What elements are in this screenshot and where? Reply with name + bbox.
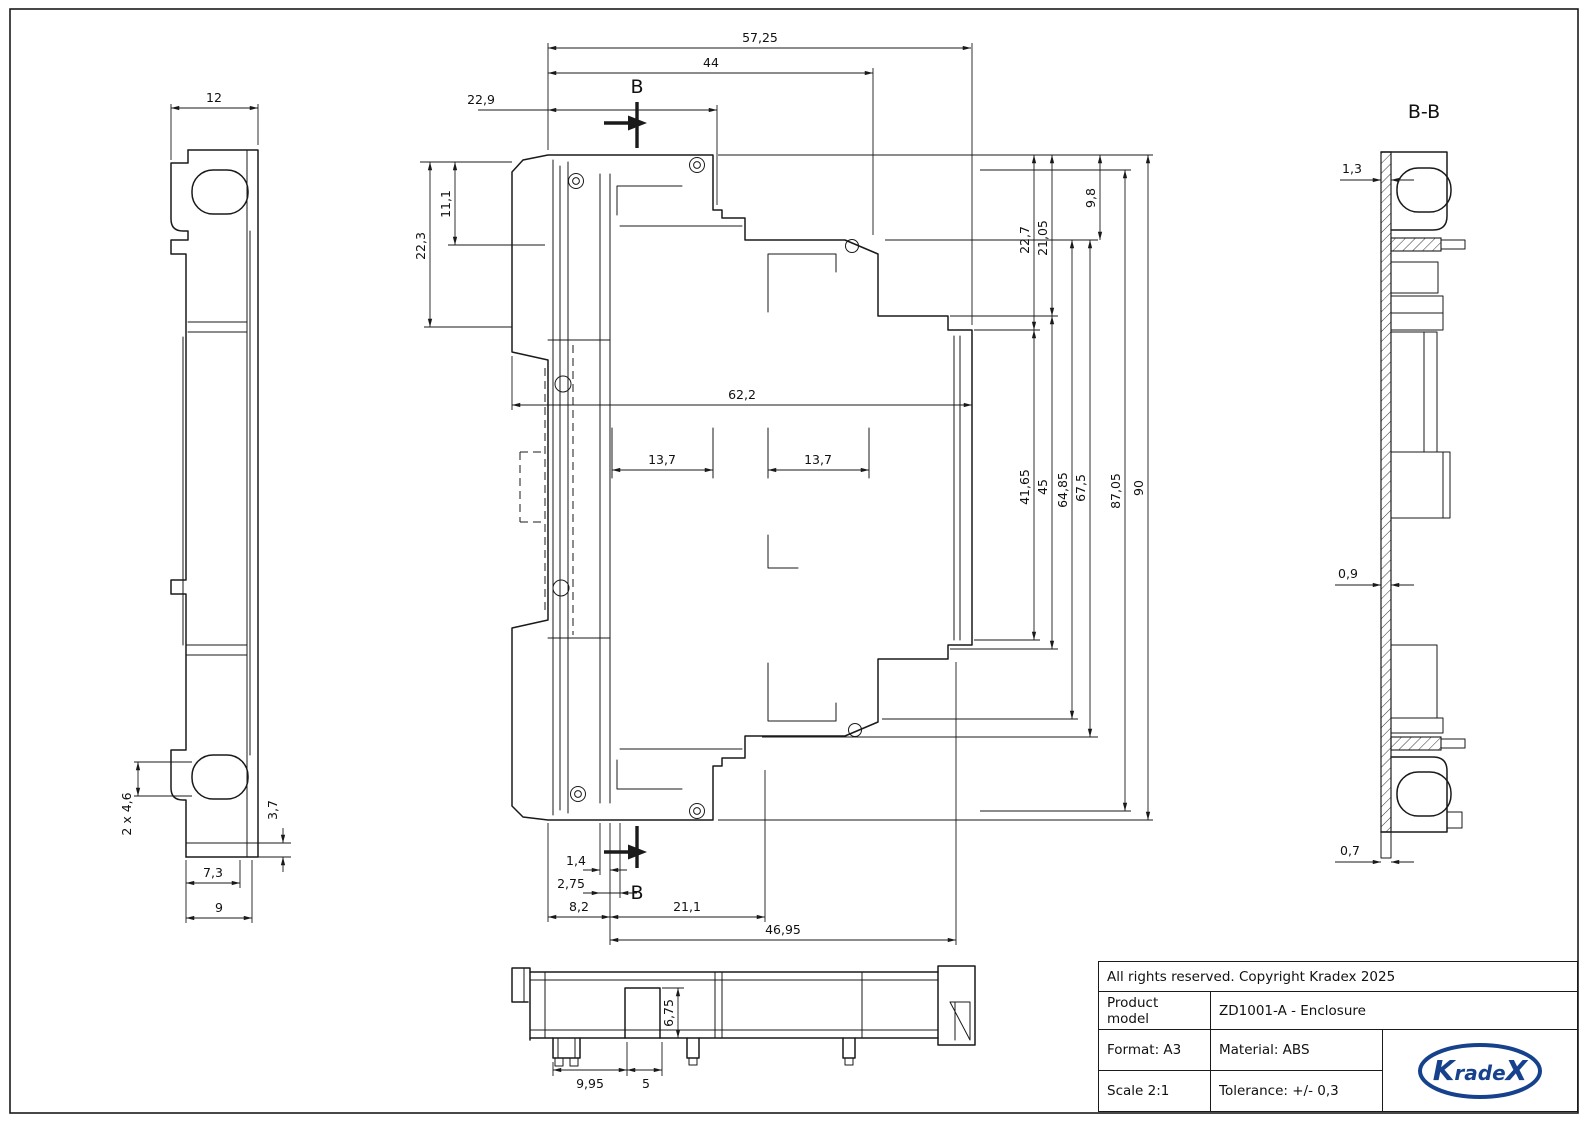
dim-211: 21,1 (673, 899, 701, 914)
dim-bv-995: 9,95 (576, 1076, 604, 1091)
scale-cell: Scale 2:1 (1099, 1070, 1211, 1111)
dim-side-73: 7,3 (203, 865, 223, 880)
dim-bv-5: 5 (642, 1076, 650, 1091)
view-side-profile: 12 2 x 4,6 3,7 7,3 9 (119, 90, 291, 923)
dim-45: 45 (1035, 479, 1050, 495)
dim-8705: 87,05 (1108, 473, 1123, 509)
dim-4695: 46,95 (765, 922, 801, 937)
dim-82: 8,2 (569, 899, 589, 914)
dim-675: 67,5 (1073, 474, 1088, 502)
dim-bb-09: 0,9 (1338, 566, 1358, 581)
dim-5725: 57,25 (742, 30, 778, 45)
dim-6485: 64,85 (1055, 472, 1070, 508)
dim-side-9: 9 (215, 900, 223, 915)
material-cell: Material: ABS (1211, 1030, 1383, 1071)
dim-side-12: 12 (206, 90, 222, 105)
kradex-logo: KradeX (1418, 1042, 1542, 1099)
view-bottom: 6,75 9,95 5 (511, 965, 976, 1091)
dim-227: 22,7 (1017, 226, 1032, 254)
product-model-label: Product model (1099, 992, 1211, 1030)
tolerance-cell: Tolerance: +/- 0,3 (1211, 1070, 1383, 1111)
logo-mid: rade (1454, 1061, 1505, 1085)
section-label-top: B (630, 76, 643, 98)
title-block: All rights reserved. Copyright Kradex 20… (1098, 961, 1578, 1112)
copyright-text: All rights reserved. Copyright Kradex 20… (1107, 968, 1396, 985)
hatched-wall (1380, 151, 1392, 833)
logo-ellipse (1418, 1042, 1542, 1099)
logo-x: X (1504, 1054, 1529, 1087)
logo-k: K (1433, 1054, 1457, 1087)
format-cell: Format: A3 (1099, 1030, 1211, 1071)
dim-622: 62,2 (728, 387, 756, 402)
dim-2105: 21,05 (1035, 220, 1050, 256)
bb-dimensions: 1,3 0,9 0,7 (1335, 161, 1414, 865)
side-dimensions: 12 2 x 4,6 3,7 7,3 9 (119, 90, 291, 923)
dim-111: 11,1 (438, 190, 453, 218)
dim-side-37: 3,7 (265, 800, 280, 820)
main-object-lines (511, 154, 973, 821)
dim-229: 22,9 (467, 92, 495, 107)
logo-cell: KradeX (1383, 1030, 1577, 1111)
title-block-grid: Product model ZD1001-A - Enclosure Forma… (1099, 992, 1577, 1111)
dim-side-2x46: 2 x 4,6 (119, 792, 134, 835)
bottom-object-lines (511, 965, 976, 1067)
dim-90: 90 (1131, 480, 1146, 496)
screw-boss-circles (552, 157, 862, 819)
sheet-frame (9, 8, 1579, 1114)
dim-bb-13: 1,3 (1342, 161, 1362, 176)
dim-bb-07: 0,7 (1340, 843, 1360, 858)
main-dimensions: 57,25 44 22,9 11,1 22,3 9,8 21,05 22,7 4… (413, 30, 1153, 945)
dim-44: 44 (703, 55, 719, 70)
product-model-value: ZD1001-A - Enclosure (1211, 992, 1577, 1030)
dim-275: 2,75 (557, 876, 585, 891)
dim-14: 1,4 (566, 853, 586, 868)
view-section-bb: B-B 1,3 0,9 0 (1335, 101, 1466, 865)
view-main-section: B B 57,25 44 22,9 11,1 22,3 (413, 30, 1153, 945)
bb-object-lines (1380, 151, 1466, 859)
logo-text: KradeX (1433, 1054, 1529, 1087)
copyright-row: All rights reserved. Copyright Kradex 20… (1099, 962, 1577, 992)
dim-137a: 13,7 (648, 452, 676, 467)
dim-4165: 41,65 (1017, 469, 1032, 505)
section-view-title: B-B (1408, 101, 1440, 123)
dim-137b: 13,7 (804, 452, 832, 467)
bottom-dimensions: 6,75 9,95 5 (552, 987, 684, 1091)
dim-98: 9,8 (1083, 188, 1098, 208)
side-object-lines (170, 149, 259, 858)
dim-bv-675: 6,75 (661, 999, 676, 1027)
dim-223: 22,3 (413, 232, 428, 260)
